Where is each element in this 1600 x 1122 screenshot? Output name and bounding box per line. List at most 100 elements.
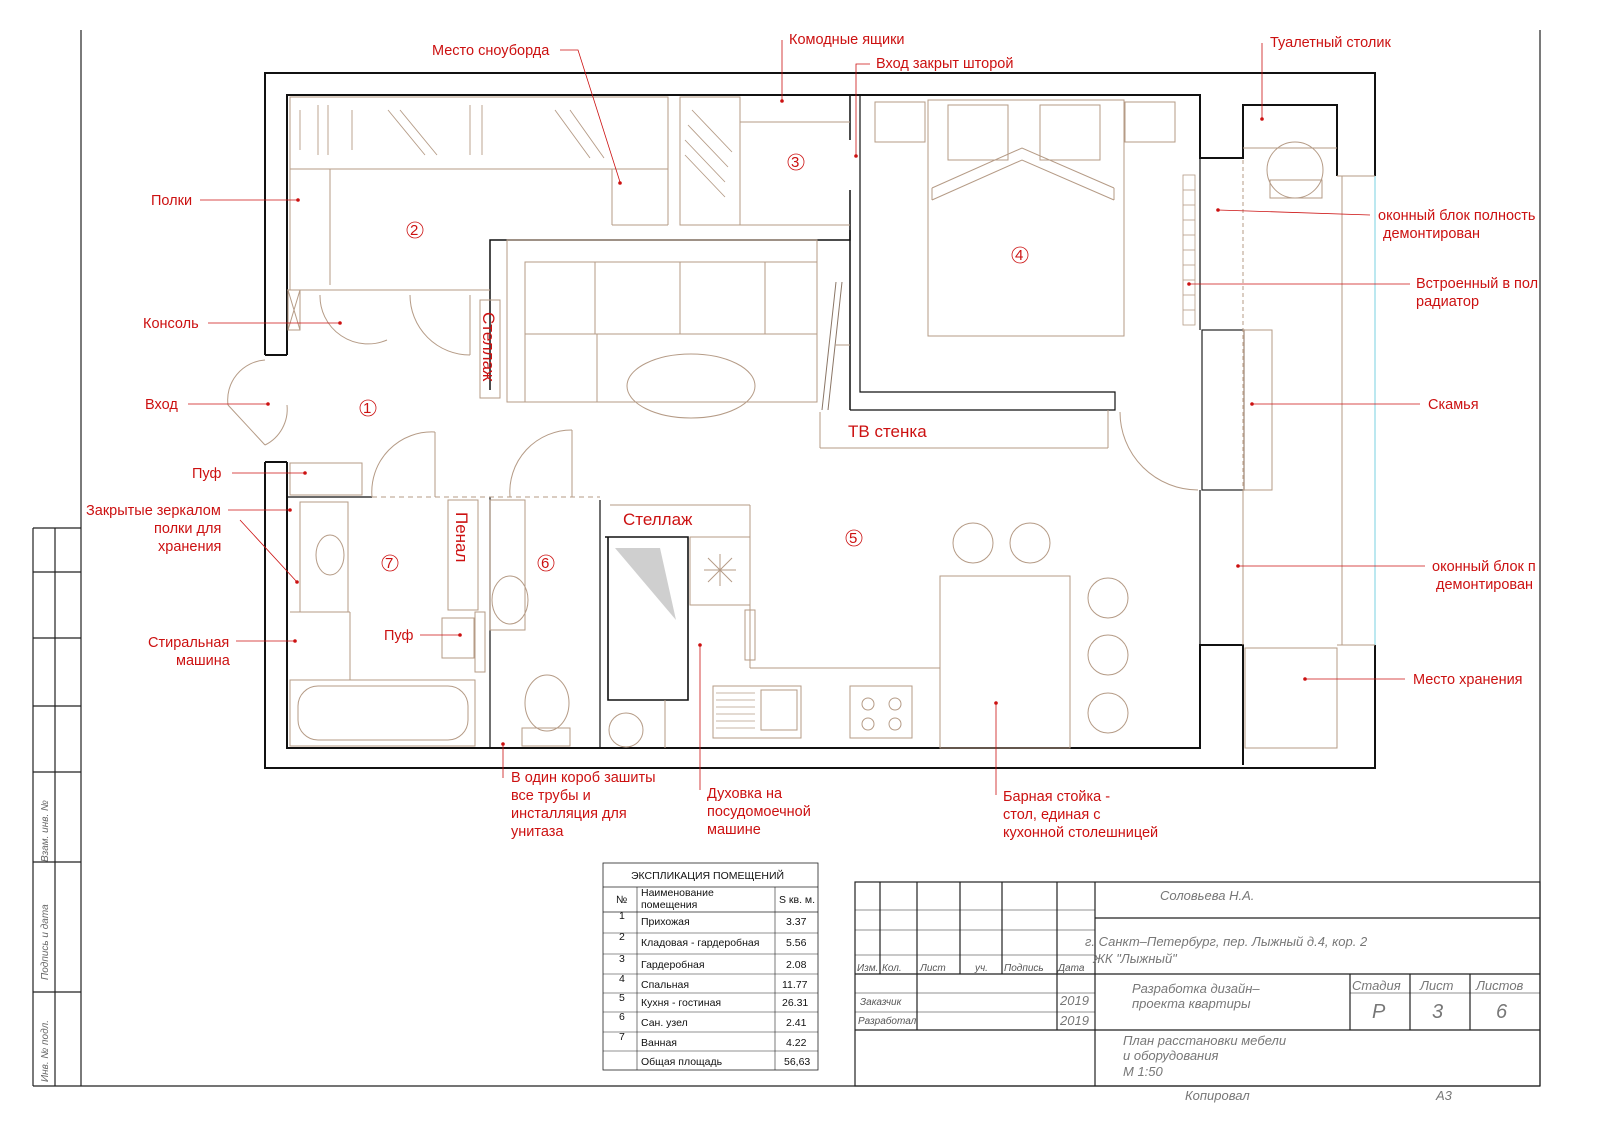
annotation-radiator-1: Встроенный в пол xyxy=(1416,276,1538,292)
room-num-4: 4 xyxy=(1015,247,1023,264)
annotation-console: Консоль xyxy=(143,316,199,332)
explication-row-area: 2.08 xyxy=(786,959,807,971)
title-drawing-1: План расстановки мебели xyxy=(1123,1033,1286,1048)
explication-row-name: Гардеробная xyxy=(641,959,705,971)
explication-row-area: 3.37 xyxy=(786,916,807,928)
title-sheets-label: Листов xyxy=(1475,978,1524,993)
annotation-window-1a: оконный блок полность xyxy=(1378,208,1536,224)
explication-total-area: 56,63 xyxy=(784,1056,810,1068)
explication-header-name-2: помещения xyxy=(641,899,697,911)
annotation-oven-1: Духовка на xyxy=(707,786,783,802)
title-col-izm: Изм. xyxy=(857,963,878,974)
room-num-2: 2 xyxy=(410,222,418,239)
annotation-window-2b: демонтирован xyxy=(1436,577,1533,593)
title-year-1: 2019 xyxy=(1059,993,1089,1008)
title-year-2: 2019 xyxy=(1059,1013,1089,1028)
annotation-entrance: Вход xyxy=(145,397,178,413)
explication-row-area: 26.31 xyxy=(782,997,808,1009)
room-num-3: 3 xyxy=(791,154,799,171)
title-col-podpis: Подпись xyxy=(1004,963,1044,974)
annotation-window-1b: демонтирован xyxy=(1383,226,1480,242)
annotation-pouf-bath: Пуф xyxy=(384,628,414,644)
explication-header-name-1: Наименование xyxy=(641,887,714,899)
annotation-dresser: Комодные ящики xyxy=(789,32,905,48)
explication-row-num: 1 xyxy=(619,910,625,922)
stamp-podpis: Подпись и дата xyxy=(40,904,51,980)
annotation-pouf: Пуф xyxy=(192,466,222,482)
annotation-oven-3: машине xyxy=(707,822,761,838)
explication-row-num: 4 xyxy=(619,973,625,985)
stamp-vzam: Взам. инв. № xyxy=(40,800,51,862)
title-author: Соловьева Н.А. xyxy=(1160,888,1254,903)
explication-row-area: 5.56 xyxy=(786,937,807,949)
explication-row-name: Кухня - гостиная xyxy=(641,997,721,1009)
annotation-pipes-4: унитаза xyxy=(511,824,564,840)
explication-title: ЭКСПЛИКАЦИЯ ПОМЕЩЕНИЙ xyxy=(631,869,784,882)
annotation-mirror-1: Закрытые зеркалом xyxy=(86,503,221,519)
annotation-rack-vertical: Стеллаж xyxy=(479,312,498,382)
title-address-1: г. Санкт–Петербург, пер. Лыжный д.4, кор… xyxy=(1085,934,1368,949)
room-num-5: 5 xyxy=(849,530,857,547)
explication-row-num: 3 xyxy=(619,953,625,965)
annotation-bar-1: Барная стойка - xyxy=(1003,789,1110,805)
title-drawing-3: М 1:50 xyxy=(1123,1064,1164,1079)
explication-header-area: S кв. м. xyxy=(779,894,815,906)
title-format: А3 xyxy=(1435,1088,1453,1103)
annotation-storage: Место хранения xyxy=(1413,672,1523,688)
explication-row-name: Ванная xyxy=(641,1037,677,1049)
annotation-pencil-case: Пенал xyxy=(452,512,471,562)
room-numbers: 1 2 3 4 5 6 7 xyxy=(359,153,1029,572)
title-drawing-2: и оборудования xyxy=(1123,1048,1218,1063)
annotation-vanity: Туалетный столик xyxy=(1270,35,1391,51)
explication-row-num: 5 xyxy=(619,992,625,1004)
explication-row-area: 2.41 xyxy=(786,1017,807,1029)
title-sheets: 6 xyxy=(1496,1001,1508,1023)
title-stage: Р xyxy=(1372,1001,1386,1023)
room-num-6: 6 xyxy=(541,555,549,572)
annotation-snowboard: Место сноуборда xyxy=(432,43,550,59)
annotation-pipes-1: В один короб зашиты xyxy=(511,770,656,786)
title-sheet-label: Лист xyxy=(1419,978,1454,993)
room-num-1: 1 xyxy=(363,400,371,417)
explication-row-num: 7 xyxy=(619,1031,625,1043)
annotation-bar-2: стол, единая с xyxy=(1003,807,1101,823)
title-col-list: Лист xyxy=(919,963,946,974)
explication-row-num: 6 xyxy=(619,1011,625,1023)
explication-row-name: Прихожая xyxy=(641,916,690,928)
title-sheet: 3 xyxy=(1432,1001,1443,1023)
title-project-1: Разработка дизайн– xyxy=(1132,981,1260,996)
title-developer-label: Разработал xyxy=(858,1015,917,1027)
annotation-pipes-3: инсталляция для xyxy=(511,806,627,822)
explication-header-num: № xyxy=(616,894,627,906)
title-col-kol: Кол. xyxy=(882,963,902,974)
title-customer-label: Заказчик xyxy=(860,997,903,1008)
annotation-curtain-entry: Вход закрыт шторой xyxy=(876,56,1013,72)
annotation-window-2a: оконный блок п xyxy=(1432,559,1536,575)
explication-row-num: 2 xyxy=(619,931,625,943)
title-col-data: Дата xyxy=(1057,963,1085,974)
annotation-oven-2: посудомоечной xyxy=(707,804,811,820)
annotation-radiator-2: радиатор xyxy=(1416,294,1479,310)
explication-row-area: 4.22 xyxy=(786,1037,807,1049)
annotation-bar-3: кухонной столешницей xyxy=(1003,825,1158,841)
stamp-inv: Инв. № подл. xyxy=(40,1020,51,1082)
annotation-rack-kitchen: Стеллаж xyxy=(623,510,693,529)
walls xyxy=(264,72,1376,769)
title-project-2: проекта квартиры xyxy=(1132,996,1251,1011)
annotation-mirror-3: хранения xyxy=(158,539,221,555)
annotation-pipes-2: все трубы и xyxy=(511,788,591,804)
annotation-mirror-2: полки для xyxy=(154,521,221,537)
explication-total-label: Общая площадь xyxy=(641,1056,723,1068)
annotation-bench: Скамья xyxy=(1428,397,1479,413)
furniture xyxy=(227,96,1338,749)
title-col-uch: уч. xyxy=(974,963,988,974)
annotation-washer-2: машина xyxy=(176,653,231,669)
title-address-2: ЖК "Лыжный" xyxy=(1092,951,1178,966)
annotation-washer-1: Стиральная xyxy=(148,635,229,651)
shower-glass xyxy=(615,548,676,620)
explication-row-name: Кладовая - гардеробная xyxy=(641,937,759,949)
explication-row-name: Спальная xyxy=(641,979,689,991)
explication-row-name: Сан. узел xyxy=(641,1017,688,1029)
title-copied: Копировал xyxy=(1185,1088,1250,1103)
